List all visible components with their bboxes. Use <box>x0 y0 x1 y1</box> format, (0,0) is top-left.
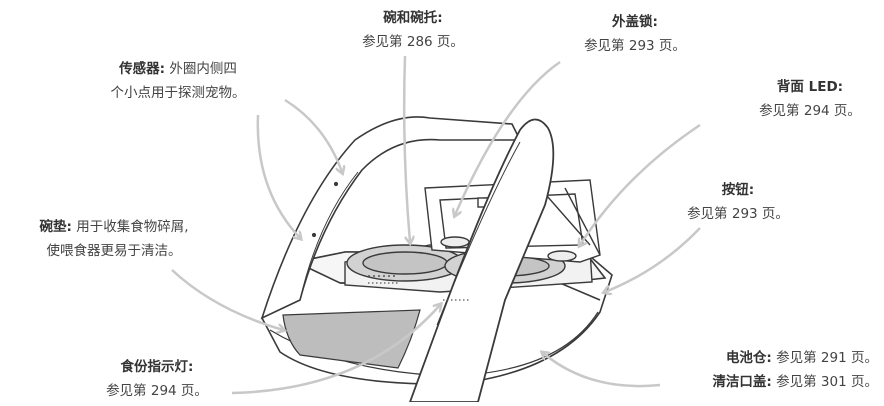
callout-mat-text-1: 用于收集食物碎屑, <box>76 219 189 235</box>
callout-battery-cleaning: 电池仓: 参见第 291 页。 清洁口盖: 参见第 301 页。 <box>648 346 878 394</box>
callout-bowls: 碗和碗托: 参见第 286 页。 <box>338 6 488 54</box>
callout-sensor-text-1: 外圈内侧四 <box>169 61 237 77</box>
food-indicator-dots <box>368 282 470 301</box>
callout-button-text: 参见第 293 页。 <box>687 206 789 222</box>
callout-cleaning-cover-text: 参见第 301 页。 <box>776 374 878 390</box>
callout-sensor-text-2: 个小点用于探测宠物。 <box>110 85 246 101</box>
callout-rear-led-title: 背面 LED: <box>776 79 844 95</box>
callout-sensor: 传感器: 外圈内侧四 个小点用于探测宠物。 <box>78 57 278 105</box>
callout-rear-led: 背面 LED: 参见第 294 页。 <box>740 75 880 123</box>
callout-sensor-title: 传感器: <box>119 61 166 77</box>
arrow-rear-led <box>580 123 701 245</box>
arrow-battery <box>543 353 661 388</box>
callout-food-indicator-title: 食份指示灯: <box>120 359 194 375</box>
callout-cleaning-cover-title: 清洁口盖: <box>712 374 772 390</box>
arrow-button <box>605 227 701 292</box>
callout-rear-led-text: 参见第 294 页。 <box>759 103 861 119</box>
callout-arrows <box>171 55 701 395</box>
callout-battery-text: 参见第 291 页。 <box>776 350 878 366</box>
callout-battery-title: 电池仓: <box>725 350 772 366</box>
callout-outer-lid-lock-text: 参见第 293 页。 <box>584 38 686 54</box>
callout-bowls-text: 参见第 286 页。 <box>362 34 464 50</box>
arrow-food-indicator <box>231 305 440 395</box>
callout-food-indicator-text: 参见第 294 页。 <box>106 383 208 399</box>
callout-mat-text-2: 使喂食器更易于清洁。 <box>46 243 182 259</box>
callout-button: 按钮: 参见第 293 页。 <box>668 178 808 226</box>
callout-outer-lid-lock-title: 外盖锁: <box>612 14 658 30</box>
callout-outer-lid-lock: 外盖锁: 参见第 293 页。 <box>560 10 710 58</box>
arrow-bowls <box>402 55 410 242</box>
callout-bowls-title: 碗和碗托: <box>383 10 443 26</box>
arrow-mat <box>171 269 283 330</box>
callout-food-indicator: 食份指示灯: 参见第 294 页。 <box>82 355 232 403</box>
arrow-sensor-2 <box>256 114 300 238</box>
arrow-outer-lid <box>455 60 561 215</box>
arrow-sensor <box>284 98 342 172</box>
callout-mat-title: 碗垫: <box>39 219 72 235</box>
outer-lid <box>408 118 555 403</box>
callout-mat: 碗垫: 用于收集食物碎屑, 使喂食器更易于清洁。 <box>2 215 226 263</box>
callout-button-title: 按钮: <box>721 182 755 198</box>
